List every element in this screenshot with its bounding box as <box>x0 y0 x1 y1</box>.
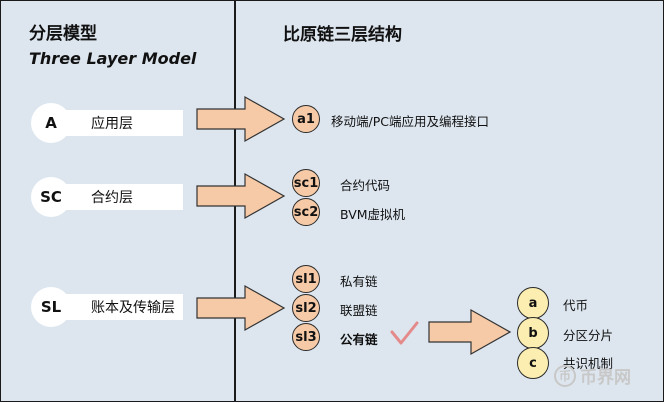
item-a1: 移动端/PC端应用及编程接口 <box>331 114 489 129</box>
watermark-icon: 币 <box>554 364 576 387</box>
check-mark-icon <box>390 321 419 345</box>
item-public-c: 共识机制 <box>563 356 614 371</box>
tag-sl1: sl1 <box>292 265 320 293</box>
layer-name-ledger: 账本及传输层 <box>91 300 175 316</box>
layer-code-contract: SC <box>31 177 71 217</box>
item-sl1: 私有链 <box>340 274 378 289</box>
item-sc2: BVM虚拟机 <box>340 207 406 222</box>
arrow-a <box>196 95 286 143</box>
item-public-a: 代币 <box>563 298 589 313</box>
tag-sc1: sc1 <box>292 169 320 197</box>
tag-public-b: b <box>517 317 549 349</box>
layer-name-application: 应用层 <box>91 116 133 132</box>
tag-public-a: a <box>517 287 549 319</box>
item-sl2: 联盟链 <box>340 303 378 318</box>
tag-public-c: c <box>517 347 549 379</box>
item-sc1: 合约代码 <box>340 178 391 193</box>
left-title: 分层模型 <box>29 24 97 44</box>
watermark: 币 币界网 <box>554 363 631 388</box>
left-subtitle: Three Layer Model <box>29 49 197 68</box>
layer-box-application: 应用层 <box>53 110 183 136</box>
watermark-text: 币界网 <box>580 368 631 388</box>
arrow-sl <box>196 284 286 332</box>
item-sl3: 公有链 <box>340 332 378 347</box>
layer-box-contract: 合约层 <box>53 184 183 210</box>
tag-sl3: sl3 <box>292 323 320 351</box>
layer-name-contract: 合约层 <box>91 190 133 206</box>
arrow-public-chain <box>428 308 512 356</box>
layer-code-application: A <box>31 103 71 143</box>
item-public-b: 分区分片 <box>563 328 614 343</box>
tag-sl2: sl2 <box>292 294 320 322</box>
layer-code-ledger: SL <box>31 287 71 327</box>
right-title: 比原链三层结构 <box>283 25 402 45</box>
tag-sc2: sc2 <box>292 198 320 226</box>
layer-box-ledger: 账本及传输层 <box>53 294 183 320</box>
tag-a1: a1 <box>292 105 320 133</box>
arrow-sc <box>196 172 286 220</box>
